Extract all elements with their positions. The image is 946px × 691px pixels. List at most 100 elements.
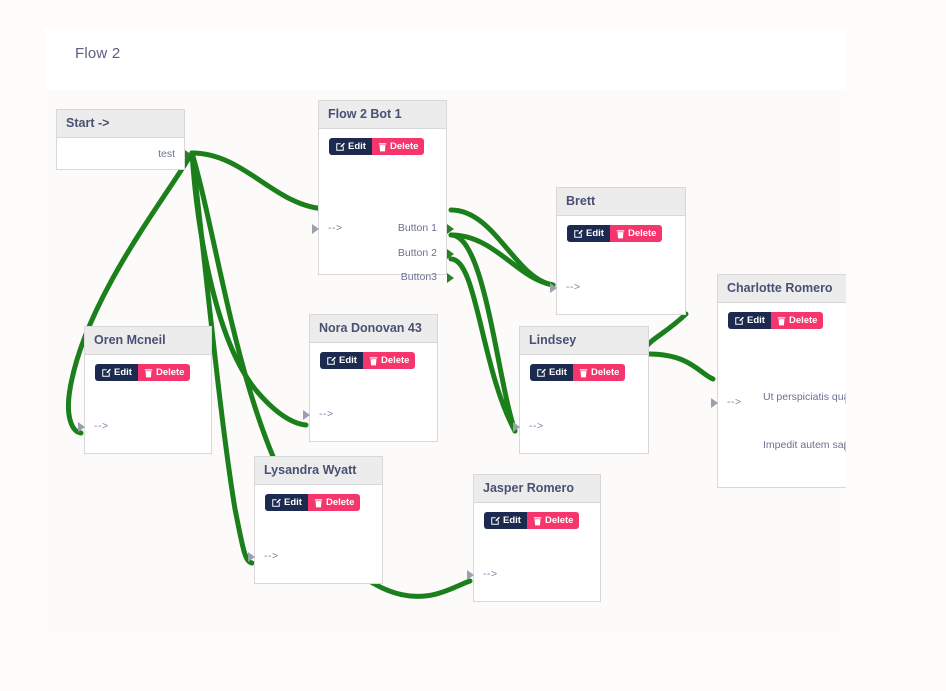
delete-button[interactable]: Delete xyxy=(572,364,626,381)
pencil-square-icon xyxy=(573,229,583,239)
edit-button[interactable]: Edit xyxy=(484,512,527,529)
node-title: Jasper Romero xyxy=(474,475,600,503)
input-port[interactable]: --> xyxy=(319,408,334,420)
node-actions: Edit Delete xyxy=(520,355,648,381)
delete-button[interactable]: Delete xyxy=(770,312,824,329)
edit-button-label: Edit xyxy=(348,141,366,152)
edit-button-label: Edit xyxy=(339,355,357,366)
input-port[interactable]: --> xyxy=(94,420,109,432)
pencil-square-icon xyxy=(326,356,336,366)
node-title: Start -> xyxy=(57,110,184,138)
flow-canvas[interactable]: Start -> test Flow 2 Bot 1 Edit xyxy=(45,89,846,635)
node-body: Edit Delete --> xyxy=(248,485,382,584)
node-brett[interactable]: Brett Edit Delete xyxy=(550,187,686,315)
node-body: Edit Delete --> Button 1 Button 2 Button… xyxy=(312,129,454,283)
input-connector-icon[interactable] xyxy=(550,283,557,293)
edit-button[interactable]: Edit xyxy=(530,364,573,381)
input-port[interactable]: --> xyxy=(529,420,544,432)
input-port[interactable]: --> xyxy=(483,568,498,580)
node-title: Lindsey xyxy=(520,327,648,355)
output-port-impedit-autem-sapie[interactable]: Impedit autem sapie xyxy=(763,439,846,451)
delete-button[interactable]: Delete xyxy=(526,512,580,529)
output-connector-icon[interactable] xyxy=(845,393,846,404)
input-connector-icon[interactable] xyxy=(711,398,718,408)
input-connector-icon[interactable] xyxy=(513,422,520,432)
input-port[interactable]: --> xyxy=(566,281,581,293)
node-charlotte-romero[interactable]: Charlotte Romero Edit Delete xyxy=(711,274,846,488)
output-port-button-1[interactable]: Button 1 xyxy=(397,222,437,234)
pencil-square-icon xyxy=(271,498,281,508)
node-lysandra-wyatt[interactable]: Lysandra Wyatt Edit Delete xyxy=(248,456,383,584)
delete-button-label: Delete xyxy=(627,228,657,239)
edge-lindsey-to-charlotte xyxy=(646,351,716,382)
pencil-square-icon xyxy=(101,368,111,378)
edit-button-label: Edit xyxy=(284,497,302,508)
node-lindsey[interactable]: Lindsey Edit Delete xyxy=(513,326,649,454)
delete-button[interactable]: Delete xyxy=(137,364,191,381)
trash-icon xyxy=(616,229,625,239)
trash-icon xyxy=(579,368,588,378)
delete-button[interactable]: Delete xyxy=(371,138,425,155)
node-title: Brett xyxy=(557,188,685,216)
input-connector-icon[interactable] xyxy=(467,570,474,580)
trash-icon xyxy=(378,142,387,152)
output-connector-icon[interactable] xyxy=(185,150,192,160)
edit-button-label: Edit xyxy=(549,367,567,378)
input-connector-icon[interactable] xyxy=(78,422,85,432)
node-actions: Edit Delete xyxy=(310,343,437,369)
edge-button3-to-lindsey xyxy=(448,256,518,434)
output-connector-icon[interactable] xyxy=(845,441,846,452)
edit-button-label: Edit xyxy=(114,367,132,378)
edit-button[interactable]: Edit xyxy=(320,352,363,369)
node-actions: Edit Delete xyxy=(718,303,846,329)
input-connector-icon[interactable] xyxy=(303,410,310,420)
delete-button[interactable]: Delete xyxy=(362,352,416,369)
edit-button[interactable]: Edit xyxy=(728,312,771,329)
trash-icon xyxy=(314,498,323,508)
node-oren-mcneil[interactable]: Oren Mcneil Edit Delete xyxy=(78,326,212,454)
node-flow2bot1[interactable]: Flow 2 Bot 1 Edit Delete xyxy=(312,100,454,283)
node-nora-donovan-43[interactable]: Nora Donovan 43 Edit Delete xyxy=(303,314,438,442)
edit-button-label: Edit xyxy=(586,228,604,239)
edit-button[interactable]: Edit xyxy=(329,138,372,155)
input-port[interactable]: --> xyxy=(727,396,742,408)
edit-button[interactable]: Edit xyxy=(265,494,308,511)
output-connector-icon[interactable] xyxy=(447,249,454,259)
node-body: Edit Delete --> xyxy=(550,216,685,315)
input-port[interactable]: --> xyxy=(328,222,343,234)
node-actions: Edit Delete xyxy=(319,129,446,155)
edit-button[interactable]: Edit xyxy=(567,225,610,242)
delete-button-label: Delete xyxy=(788,315,818,326)
output-connector-icon[interactable] xyxy=(447,224,454,234)
output-connector-icon[interactable] xyxy=(447,273,454,283)
trash-icon xyxy=(144,368,153,378)
output-port-test[interactable]: test xyxy=(158,148,175,160)
flow-header-panel: Flow 2 xyxy=(45,28,846,89)
pencil-square-icon xyxy=(734,316,744,326)
node-jasper-romero[interactable]: Jasper Romero Edit Delete xyxy=(467,474,601,602)
output-port-button3[interactable]: Button3 xyxy=(400,271,437,283)
trash-icon xyxy=(369,356,378,366)
edit-button-label: Edit xyxy=(503,515,521,526)
node-actions: Edit Delete xyxy=(557,216,685,242)
pencil-square-icon xyxy=(490,516,500,526)
node-body: Edit Delete --> xyxy=(513,355,648,454)
pencil-square-icon xyxy=(335,142,345,152)
delete-button-label: Delete xyxy=(389,141,419,152)
output-port-button-2[interactable]: Button 2 xyxy=(397,247,437,259)
input-port[interactable]: --> xyxy=(264,550,279,562)
input-connector-icon[interactable] xyxy=(312,224,319,234)
node-start[interactable]: Start -> test xyxy=(56,109,192,170)
delete-button[interactable]: Delete xyxy=(307,494,361,511)
edge-button2-to-lindsey xyxy=(448,232,518,434)
delete-button[interactable]: Delete xyxy=(609,225,663,242)
edit-button[interactable]: Edit xyxy=(95,364,138,381)
delete-button-label: Delete xyxy=(155,367,185,378)
output-port-ut-perspiciatis-qua[interactable]: Ut perspiciatis qua xyxy=(763,391,846,403)
edge-start-to-flow2bot1 xyxy=(189,150,329,212)
input-connector-icon[interactable] xyxy=(248,552,255,562)
node-actions: Edit Delete xyxy=(255,485,382,511)
node-title: Oren Mcneil xyxy=(85,327,211,355)
trash-icon xyxy=(777,316,786,326)
